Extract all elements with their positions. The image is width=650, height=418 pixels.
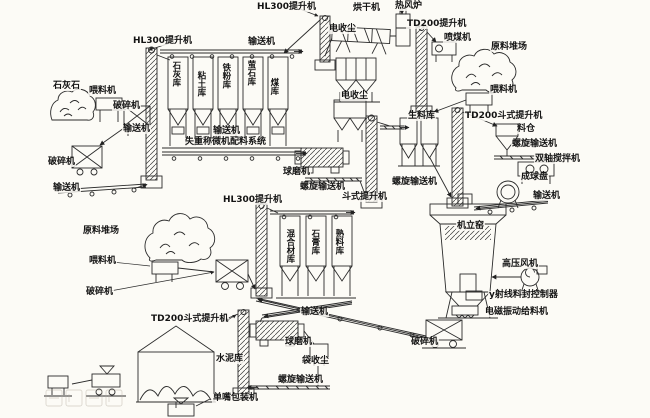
label-conveyor-3: 输送机 (532, 191, 562, 202)
label-single-spout-packer: 单嘴包装机 (212, 393, 260, 404)
label-crusher-4: 破碎机 (410, 337, 440, 348)
label-silo-coal: 煤库 (268, 77, 279, 96)
label-gamma-seal-controller: y射线料封控制器 (488, 290, 559, 301)
label-conveyor-5: 输送机 (300, 307, 330, 318)
label-feeder-2: 喂料机 (489, 85, 519, 96)
silo-top-feed-belt (160, 49, 304, 59)
label-silo-clay: 粘土库 (195, 70, 206, 98)
label-magnetic-vib-feeder: 电磁振动给料机 (484, 307, 550, 318)
watermark (45, 389, 123, 407)
label-conveyor-2: 输送机 (212, 126, 242, 137)
label-material-yard-2: 原料堆场 (82, 226, 121, 237)
label-ball-mill-2: 球磨机 (284, 337, 314, 348)
raw-material-silos (162, 56, 302, 149)
label-screw-conveyor-4: 螺旋输送机 (277, 375, 325, 386)
label-bag-dust-collector: 袋收尘 (301, 356, 331, 367)
label-conveyor-silo-top: 输送机 (247, 37, 277, 48)
label-crusher-3: 破碎机 (85, 287, 115, 298)
label-screw-conveyor-1: 螺旋输送机 (299, 182, 347, 193)
label-feeder-3: 喂料机 (88, 256, 118, 267)
ball-mill-machine-1 (294, 147, 350, 174)
label-conveyor-1: 输送机 (122, 124, 152, 135)
packing-machine (167, 397, 211, 417)
label-coal-injector: 喷煤机 (443, 33, 473, 44)
label-td200-elevator-1: TD200提升机 (406, 19, 468, 30)
label-td200-bucket-elevator-1: TD200斗式提升机 (464, 111, 544, 122)
label-crusher-1: 破碎机 (112, 101, 142, 112)
limestone-pile (50, 88, 96, 121)
label-silo-iron: 铁粉库 (220, 62, 231, 90)
label-silo-gypsum: 石膏库 (309, 228, 320, 256)
cement-silo-house (136, 325, 216, 408)
gamma-seal-controller-box (465, 290, 483, 301)
ball-mill-machine-2 (249, 320, 315, 347)
feeder-machine-2 (433, 92, 493, 113)
label-screw-conveyor-2: 螺旋输送机 (391, 177, 439, 188)
label-high-pressure-fan: 高压风机 (501, 259, 540, 270)
label-hot-air-furnace: 热风炉 (394, 1, 424, 12)
crusher-machine-3 (215, 259, 256, 290)
label-dryer: 烘干机 (352, 3, 382, 14)
label-screw-conveyor-3: 螺旋输送机 (511, 139, 559, 150)
label-feeder-1: 喂料机 (88, 86, 118, 97)
label-dust-collector-2: 电收尘 (340, 91, 370, 102)
label-hopper: 料仓 (516, 124, 537, 135)
bottom-left-machines (44, 365, 126, 397)
mid-silo-feed-belt (270, 210, 356, 220)
label-crusher-2: 破碎机 (47, 157, 77, 168)
label-silo-lime: 石灰库 (170, 60, 181, 88)
label-hl300-elevator-top: HL300提升机 (256, 2, 318, 13)
label-limestone: 石灰石 (52, 81, 82, 92)
label-material-yard-1: 原料堆场 (490, 42, 529, 53)
label-hl300-elevator-2: HL300提升机 (132, 36, 194, 47)
label-raw-meal-silo: 生料库 (407, 111, 437, 122)
label-mixer: 双轴搅拌机 (534, 154, 582, 165)
label-silo-fluorite: 萤石库 (245, 59, 256, 87)
label-conveyor-4: 输送机 (52, 183, 82, 194)
label-silo-clinker: 熟料库 (333, 228, 344, 256)
label-dust-collector-1: 电收尘 (328, 24, 358, 35)
mid-silos (276, 215, 356, 299)
coal-bucket-elevator (283, 15, 336, 71)
label-shaft-kiln: 机立窑 (456, 221, 486, 232)
chute-1 (99, 127, 125, 146)
label-silo-mixed-material: 混合材库 (284, 228, 295, 264)
material-yard-pile-2 (144, 213, 216, 263)
label-ball-mill-1: 球磨机 (282, 167, 312, 178)
label-batching-system: 失重称微机配料系统 (184, 137, 268, 148)
screw-conveyor-machine-4 (246, 385, 330, 390)
label-cement-silo: 水泥库 (215, 354, 245, 365)
material-yard-pile-1 (451, 48, 517, 93)
label-td200-bucket-elevator-2: TD200斗式提升机 (150, 314, 230, 325)
label-hl300-elevator-3: HL300提升机 (222, 195, 284, 206)
vibrating-feeder-machine (451, 305, 479, 319)
feeder-machine-3 (151, 261, 215, 282)
label-pelletizer: 成球盘 (520, 172, 550, 183)
crusher-machine-2 (71, 145, 103, 176)
label-bucket-elevator-1: 斗式提升机 (341, 192, 389, 203)
